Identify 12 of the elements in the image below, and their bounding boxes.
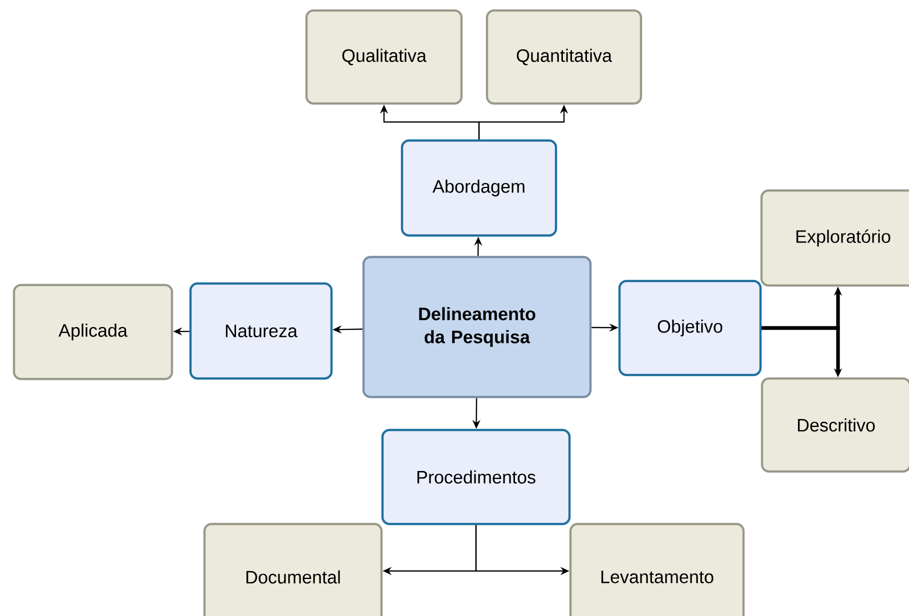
topic-box: Delineamento da Pesquisa	[362, 256, 592, 398]
category-box: Natureza	[189, 282, 333, 380]
option-box: Descritivo	[760, 377, 909, 473]
option-box: Levantamento	[569, 522, 745, 616]
category-box: Procedimentos	[381, 428, 571, 526]
option-box: Quantitativa	[486, 9, 642, 105]
option-box: Aplicada	[12, 284, 174, 380]
option-box: Exploratório	[760, 189, 909, 287]
category-box: Objetivo	[618, 280, 762, 376]
category-box: Abordagem	[400, 139, 558, 237]
option-box: Documental	[203, 522, 383, 616]
option-box: Qualitativa	[305, 9, 463, 105]
